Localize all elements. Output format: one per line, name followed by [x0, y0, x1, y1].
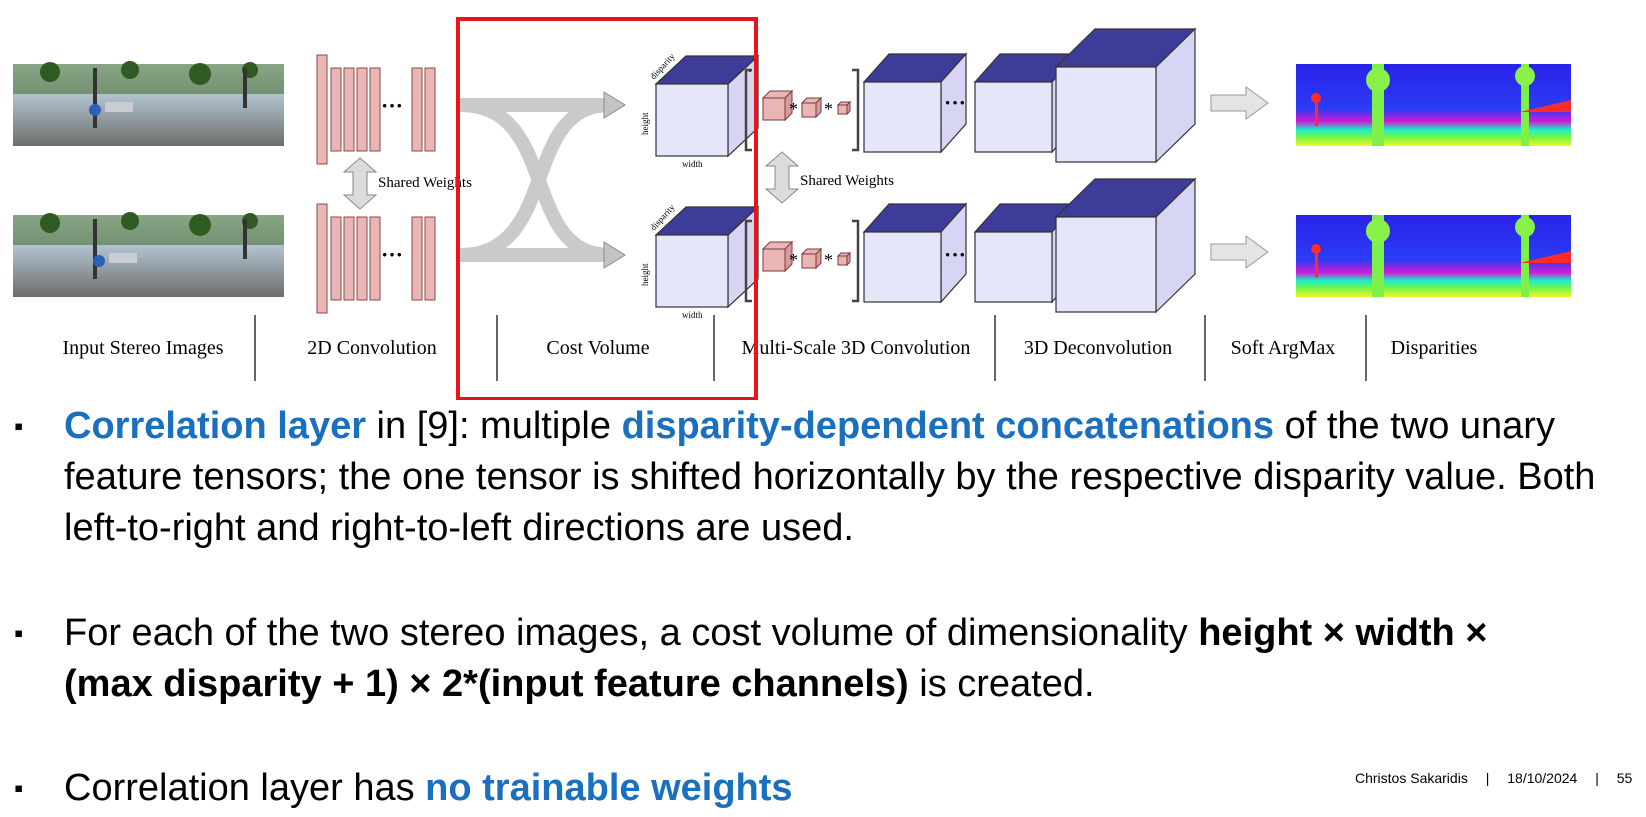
cube-label-height-top: height: [640, 112, 650, 135]
star-k1-top: *: [789, 99, 798, 119]
arrow-heads: [603, 91, 626, 269]
cost-volume-cube-top: [654, 54, 760, 158]
conv2d-stack-top: [316, 54, 436, 165]
bullet-2-part-1: height × width × (max disparity + 1) × 2…: [64, 612, 1488, 705]
ellipsis-conv-top: ···: [381, 93, 403, 118]
footer-separator: |: [1485, 770, 1490, 786]
bullet-1-part-3: of the two unary feature tensors; the on…: [64, 405, 1596, 549]
shared-weights-arrow-icon: [342, 157, 378, 210]
kernels-bottom: [744, 219, 860, 303]
bullet-1-text: Correlation layer in [9]: multiple dispa…: [64, 401, 1624, 554]
disparity-map-top: [1296, 64, 1571, 146]
stage-label-disparities: Disparities: [1391, 337, 1478, 359]
cube-label-width-bottom: width: [682, 310, 703, 320]
stage-separators: [254, 315, 1367, 381]
bullet-3-part-0: Correlation layer has: [64, 767, 426, 809]
conv2d-stack-bottom: [316, 203, 436, 314]
ellipsis-3d-top: ···: [944, 90, 966, 115]
conv3d-cubes-top: [862, 27, 1197, 164]
bullet-2-part-2: is created.: [908, 663, 1095, 705]
footer-separator: |: [1595, 770, 1599, 786]
shared-weights-label-right: Shared Weights: [800, 173, 894, 189]
input-image-right: [13, 212, 284, 297]
star-k2-top: *: [824, 99, 833, 119]
bullet-marker: ▪: [14, 618, 24, 648]
stage-label-soft-argmax: Soft ArgMax: [1231, 337, 1336, 359]
shared-weights-arrow-right-icon: [764, 151, 800, 204]
bullet-marker: ▪: [14, 773, 24, 803]
stage-label-deconv3d: 3D Deconvolution: [1024, 337, 1172, 359]
bullet-2-text: For each of the two stereo images, a cos…: [64, 608, 1544, 710]
input-image-left: [13, 61, 284, 146]
star-k2-bottom: *: [824, 250, 833, 270]
stage-label-conv2d: 2D Convolution: [307, 337, 436, 359]
conv3d-cubes-bottom: [862, 177, 1197, 314]
stage-label-cost-volume: Cost Volume: [546, 337, 649, 359]
cost-volume-arrows: [459, 98, 611, 262]
stage-label-input: Input Stereo Images: [62, 337, 223, 359]
cube-label-height-bottom: height: [640, 263, 650, 286]
cost-volume-cube-bottom: [654, 205, 760, 309]
bullet-1-part-2: disparity-dependent concatenations: [621, 405, 1275, 447]
bullet-1-part-0: Correlation layer: [64, 405, 366, 447]
bullet-3-part-1: no trainable weights: [425, 767, 793, 809]
bullet-3-text: Correlation layer has no trainable weigh…: [64, 763, 1624, 814]
architecture-diagram: ··· ··· Shared Weights disparity height …: [13, 17, 1571, 400]
cost-volume-highlight-box: [456, 17, 758, 400]
ellipsis-conv-bottom: ···: [381, 242, 403, 267]
bullet-1-part-1: in [9]: multiple: [366, 405, 622, 447]
bullet-marker: ▪: [14, 411, 24, 441]
slide-footer: Christos Sakaridis | 18/10/2024 | 55: [1355, 770, 1646, 786]
soft-argmax-arrow-icons: [1210, 86, 1269, 269]
disparity-map-bottom: [1296, 215, 1571, 297]
bullet-2-part-0: For each of the two stereo images, a cos…: [64, 612, 1199, 654]
shared-weights-label-left: Shared Weights: [378, 175, 472, 191]
star-k1-bottom: *: [789, 250, 798, 270]
ellipsis-3d-bottom: ···: [944, 242, 966, 267]
stage-label-conv3d: Multi-Scale 3D Convolution: [742, 337, 971, 359]
kernels-top: [744, 68, 860, 152]
footer-page-number: 55: [1616, 770, 1633, 786]
cube-label-width-top: width: [682, 159, 703, 169]
footer-author: Christos Sakaridis: [1355, 770, 1468, 786]
footer-date: 18/10/2024: [1507, 770, 1578, 786]
